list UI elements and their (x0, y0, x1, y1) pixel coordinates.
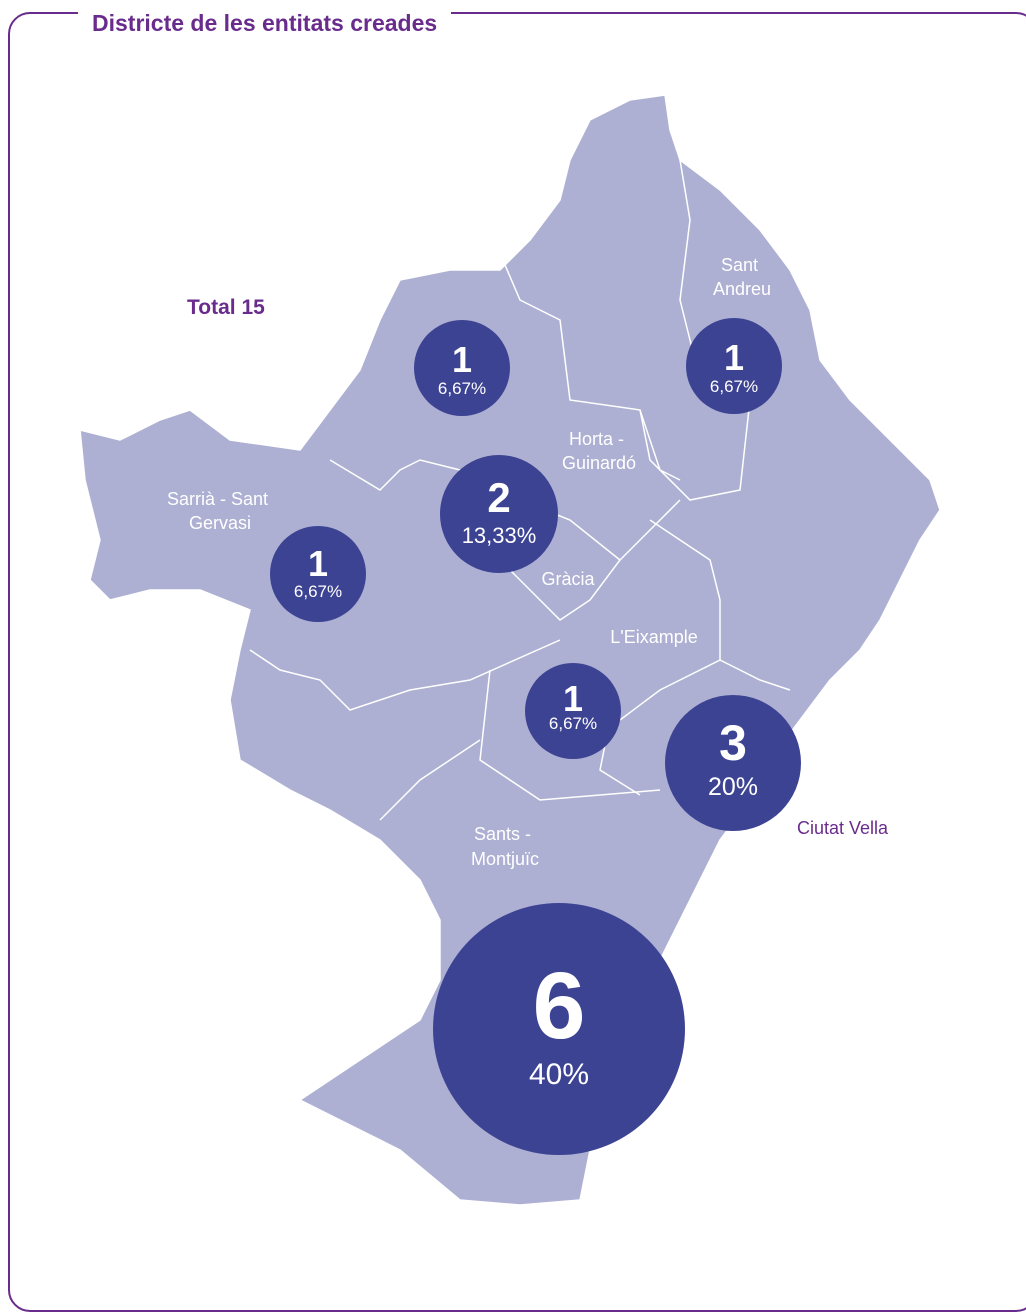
bubble-percent: 40% (529, 1058, 589, 1091)
bubble-circle (433, 903, 685, 1155)
bubble-count: 1 (452, 339, 472, 380)
label-line: Guinardó (562, 453, 636, 473)
bubble-percent: 20% (708, 773, 758, 801)
label-line: Sant (721, 255, 758, 275)
label-sants-montjuic: Sants - Montjuïc (471, 824, 539, 869)
bubble-eixample: 1 6,67% (525, 663, 621, 759)
chart-title: Districte de les entitats creades (78, 8, 452, 38)
label-line: Horta - (569, 429, 624, 449)
label-line: Sarrià - Sant (167, 489, 268, 509)
label-line: Sants - (474, 824, 531, 844)
label-line: Gervasi (189, 513, 251, 533)
bubble-gracia: 2 13,33% (440, 455, 558, 573)
bubble-sants-montjuic: 6 40% (433, 903, 685, 1155)
bubble-count: 1 (563, 678, 583, 719)
bubble-nou-barris: 1 6,67% (414, 320, 510, 416)
bubble-sant-andreu: 1 6,67% (686, 318, 782, 414)
bubble-percent: 6,67% (549, 714, 597, 733)
bubble-percent: 6,67% (710, 377, 758, 396)
bubble-count: 1 (308, 543, 328, 584)
label-horta-guinardo: Horta - Guinardó (562, 429, 636, 473)
label-sarria-sant-gervasi: Sarrià - Sant Gervasi (167, 489, 273, 533)
total-label: Total 15 (187, 296, 265, 319)
label-line: Montjuïc (471, 849, 539, 869)
label-line: Andreu (713, 279, 771, 299)
label-gracia: Gràcia (541, 569, 595, 589)
bubble-circle (270, 526, 366, 622)
label-eixample: L'Eixample (610, 627, 697, 647)
bubble-circle (686, 318, 782, 414)
label-line: L'Eixample (610, 627, 697, 647)
bubble-circle (414, 320, 510, 416)
bubble-percent: 6,67% (438, 379, 486, 398)
label-ciutat-vella: Ciutat Vella (797, 818, 889, 838)
bubble-circle (665, 695, 801, 831)
bubble-percent: 6,67% (294, 582, 342, 601)
label-sant-andreu: Sant Andreu (713, 255, 771, 299)
bubble-circle (525, 663, 621, 759)
chart-frame: Districte de les entitats creades (8, 8, 1026, 1312)
bubble-circle (440, 455, 558, 573)
bubble-count: 6 (533, 953, 586, 1059)
bubble-percent: 13,33% (462, 523, 537, 548)
bubble-count: 2 (487, 474, 510, 521)
bubble-ciutat-vella: 3 20% (665, 695, 801, 831)
label-line: Gràcia (541, 569, 595, 589)
bubble-count: 1 (724, 337, 744, 378)
bubble-count: 3 (719, 715, 747, 771)
bubble-sarria-sant-gervasi: 1 6,67% (270, 526, 366, 622)
